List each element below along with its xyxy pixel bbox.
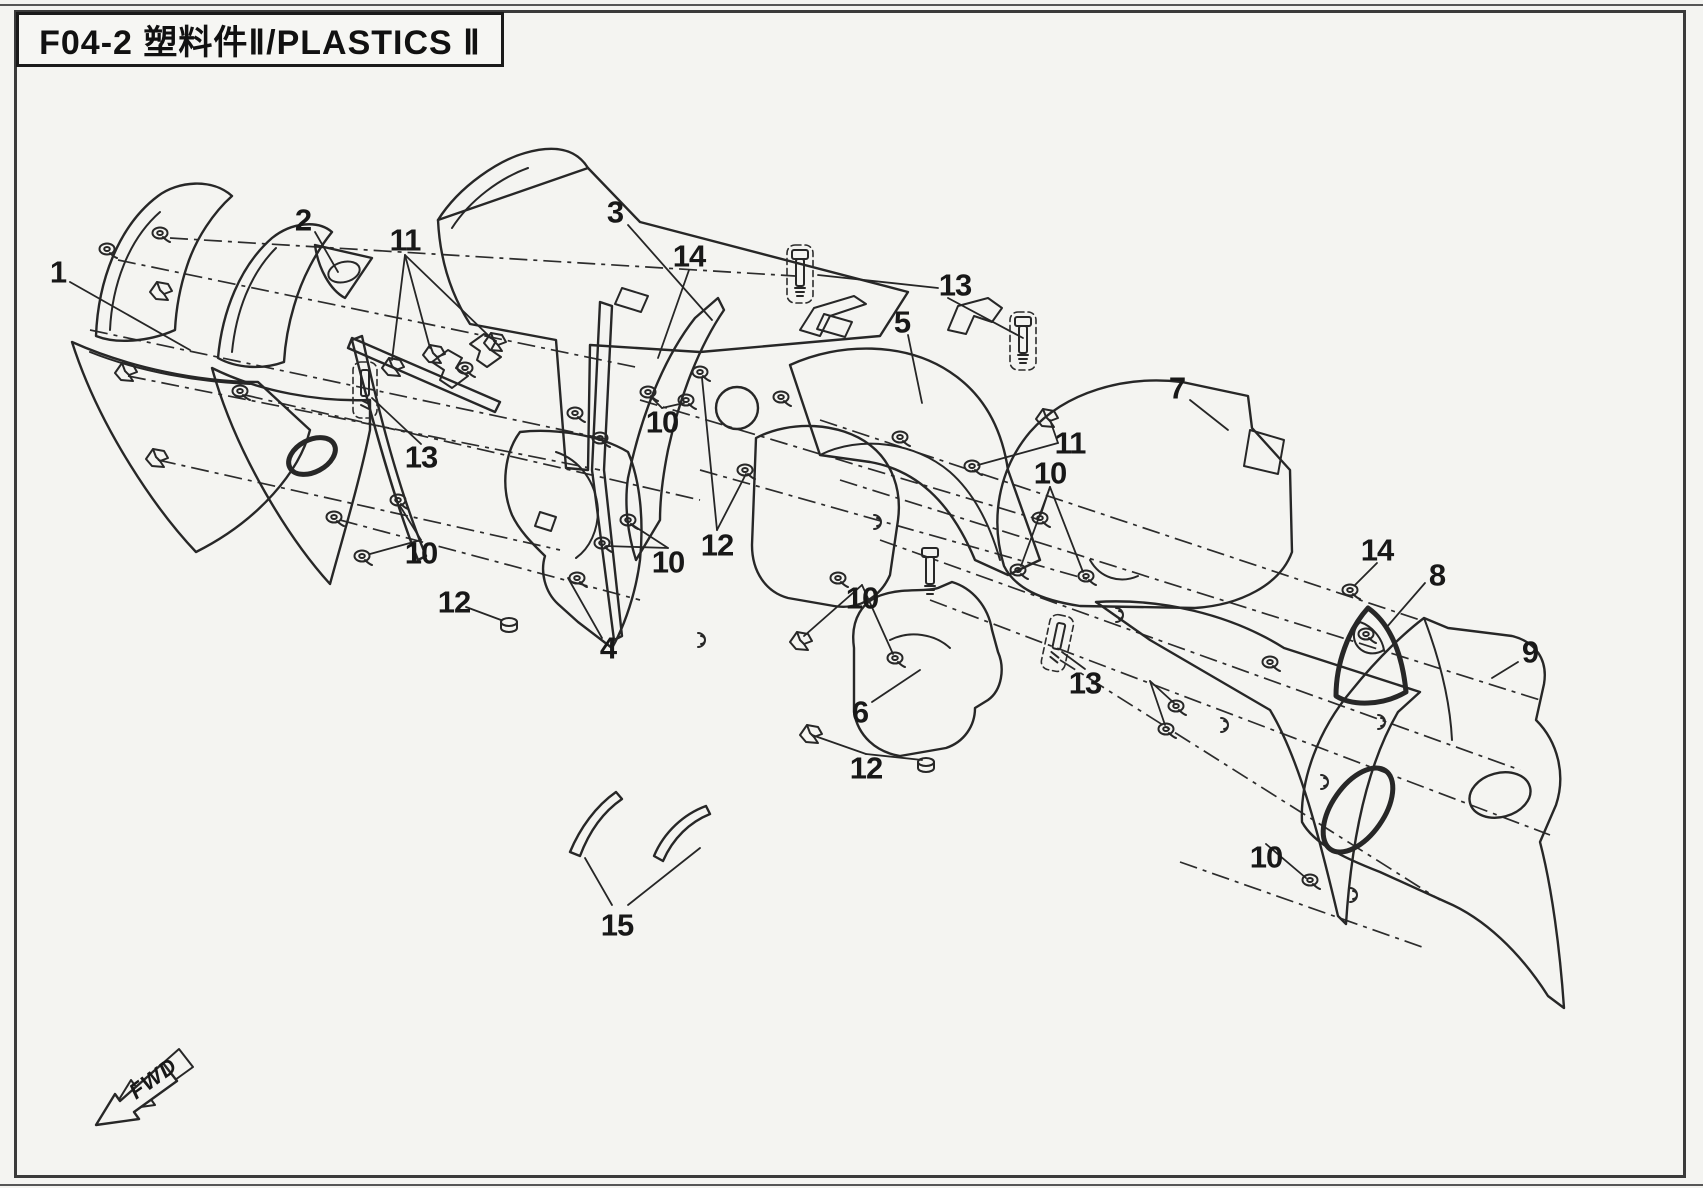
callout-15: 15 <box>600 907 634 943</box>
callout-4: 4 <box>599 630 617 666</box>
part-2-side-panel <box>210 223 428 586</box>
callout-9: 9 <box>1521 634 1539 670</box>
drawing-border-frame <box>14 10 1686 1178</box>
callout-2: 2 <box>294 202 312 238</box>
part-4-bracket-panel <box>504 429 643 650</box>
part-5-fender-panel <box>788 347 1042 577</box>
callout-1: 1 <box>49 254 67 290</box>
callout-10: 10 <box>651 544 685 580</box>
page-top-rule <box>0 4 1703 6</box>
page-bottom-rule <box>0 1184 1703 1186</box>
callout-12: 12 <box>849 750 883 786</box>
part-15-strips <box>568 790 712 863</box>
callout-10: 10 <box>1249 839 1283 875</box>
callout-5: 5 <box>893 304 911 340</box>
page-title: F04-2 塑料件Ⅱ/PLASTICS Ⅱ <box>39 24 481 62</box>
title-block: F04-2 塑料件Ⅱ/PLASTICS Ⅱ <box>16 12 504 67</box>
callout-13: 13 <box>1068 665 1102 701</box>
fwd-arrow: FWD <box>94 1048 194 1127</box>
part-8-trim-panel <box>1333 605 1409 706</box>
part-5-inner-panels <box>590 295 1003 642</box>
part-9-right-panel <box>1300 616 1566 1010</box>
callout-3: 3 <box>606 194 624 230</box>
callout-11: 11 <box>389 222 422 258</box>
callout-10: 10 <box>645 404 679 440</box>
part-6-lower-panel <box>852 580 1003 758</box>
callout-11: 11 <box>1054 425 1087 461</box>
part-7-large-panel <box>996 379 1422 926</box>
part-1-side-panel <box>70 182 312 554</box>
callout-14: 14 <box>1360 532 1394 568</box>
callout-8: 8 <box>1428 557 1446 593</box>
callout-12: 12 <box>700 527 734 563</box>
callout-6: 6 <box>851 694 869 730</box>
callout-13: 13 <box>938 267 972 303</box>
callout-10: 10 <box>1033 455 1067 491</box>
alignment-dash-lines <box>89 237 1551 949</box>
callout-10: 10 <box>404 535 438 571</box>
callout-14: 14 <box>672 238 706 274</box>
callout-12: 12 <box>437 584 471 620</box>
callout-10: 10 <box>845 580 879 616</box>
fasteners <box>98 226 1386 903</box>
callout-13: 13 <box>404 439 438 475</box>
leader-lines <box>69 224 1519 906</box>
callout-7: 7 <box>1168 370 1186 406</box>
